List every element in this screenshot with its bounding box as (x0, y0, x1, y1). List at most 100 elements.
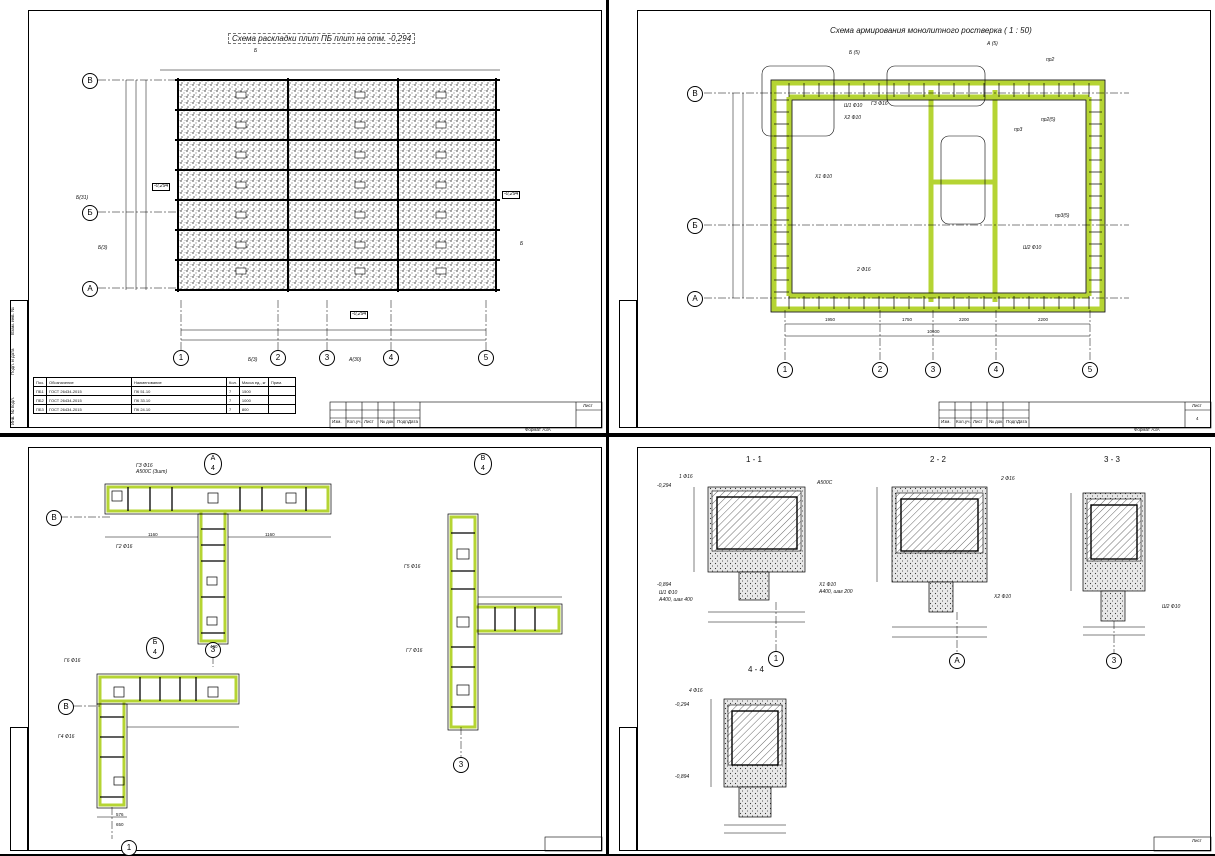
sheet-reinforcement-plan: Схема армирования монолитного ростверка … (609, 0, 1215, 433)
sheet-frame (28, 10, 602, 428)
sheet-frame (637, 10, 1211, 428)
stamp-sheet-label: Лист (1192, 403, 1202, 408)
sections-drawing (693, 486, 1212, 852)
spec-cell: ПБ3 (33, 404, 47, 414)
stamp-cell-ndok: № док. (989, 419, 1004, 424)
axis-bubble-1: 1 (777, 362, 793, 378)
spec-header-row: Поз. Обозначение Наименование Кол. Масса… (33, 377, 296, 387)
spec-cell: 7 (226, 404, 240, 414)
level-mark-0294: -0,294 (657, 483, 672, 489)
reinforcement-plan-drawing (704, 65, 1212, 429)
stamp-cell-podp: Подп. (397, 419, 409, 424)
label-x2: Х2 Ф10 (844, 115, 862, 121)
spec-cell (267, 404, 296, 414)
label-g6: Г6 Ф16 (64, 658, 81, 664)
node-b-letter: Б (152, 639, 158, 646)
dim-1750: 1750 (902, 317, 913, 322)
sheet-slab-layout: Взам. инв. № Подп. и дата Инв. № подл. С… (0, 0, 606, 433)
axis-bubble-a: А (687, 291, 703, 307)
side-stamp (619, 727, 637, 851)
stamp-sheet-number: 4 (1196, 416, 1199, 421)
section-bottom-right: А(30) (349, 357, 362, 363)
stamp-cell-data: Дата (1017, 419, 1027, 424)
axis-bubble-2: 2 (872, 362, 888, 378)
axis-bubble-2: 2 (270, 350, 286, 366)
spec-cell (267, 386, 296, 396)
spec-cell (267, 395, 296, 405)
level-mark-0894-44: -0,894 (675, 774, 690, 780)
axis-bubble-b: Б (82, 205, 98, 221)
label-a500c: А500С (3шт) (136, 469, 168, 475)
node-v-letter: В (480, 455, 486, 462)
label-a400-400: А400, шаг 400 (659, 597, 693, 603)
dim-576: 576 (116, 812, 124, 817)
dim-650: 650 (116, 822, 124, 827)
axis-bubble-a: А (949, 653, 965, 669)
spec-header: Кол. (226, 377, 240, 387)
node-a-letter: А (210, 455, 216, 462)
axis-bubble-1: 1 (173, 350, 189, 366)
spec-header: Поз. (33, 377, 47, 387)
level-mark-0294-44: -0,294 (675, 702, 690, 708)
label-2f16: 2 Ф16 (1001, 476, 1015, 482)
label-sh2: Ш2 Ф10 (1162, 604, 1181, 610)
stamp-cell-ndok: № док. (380, 419, 395, 424)
section-title-2-2: 2 - 2 (930, 455, 947, 464)
side-stamp (619, 300, 637, 428)
stamp-sheet-label: Лист (583, 403, 593, 408)
spec-cell: 7 (226, 395, 240, 405)
spec-header: Прим. (267, 377, 296, 387)
label-g3: ГЗ Ф16 (136, 463, 153, 469)
axis-bubble-1: 1 (768, 651, 784, 667)
spec-cell: ГОСТ 26434-2015 (46, 395, 132, 405)
spec-cell: ПБ2 (33, 395, 47, 405)
label-x1: Х1 Ф10 (819, 582, 837, 588)
side-stamp (10, 300, 28, 428)
table-row: ПБ2 ГОСТ 26434-2015 ПК 33.10 7 1000 (33, 395, 296, 405)
axis-bubble-v: В (687, 86, 703, 102)
stamp-cell-koluch: Кол.уч. (347, 419, 362, 424)
label-pr2: пр2 (1046, 57, 1055, 63)
sheet1-title: Схема раскладки плит ПБ плит на отм. -0,… (228, 33, 416, 44)
section-title-1-1: 1 - 1 (746, 455, 763, 464)
table-row: ПБ1 ГОСТ 26434-2015 ПК 51.10 7 1500 (33, 386, 296, 396)
label-a400-200: А400, шаг 200 (819, 589, 853, 595)
axis-bubble-4: 4 (383, 350, 399, 366)
format-label: Формат А3А (1134, 427, 1160, 432)
label-x1: Х1 Ф10 (815, 174, 833, 180)
axis-bubble-3: 3 (1106, 653, 1122, 669)
axis-bubble-a: А (82, 281, 98, 297)
label-g5: Г5 Ф16 (404, 564, 421, 570)
slab-plan-drawing (98, 69, 603, 429)
axis-bubble-v-bottom: В (58, 699, 74, 715)
spec-cell: ПК 24.10 (131, 404, 227, 414)
dim-400: 400 (210, 644, 218, 649)
axis-bubble-v-top: В (46, 510, 62, 526)
stamp-cell-koluch: Кол.уч. (956, 419, 971, 424)
dim-2200a: 2200 (959, 317, 970, 322)
spec-cell: ПБ1 (33, 386, 47, 396)
side-stamp (10, 727, 28, 851)
node-a-number: 4 (211, 465, 215, 472)
label-2f16: 2 Ф16 (857, 267, 871, 273)
spec-table: Поз. Обозначение Наименование Кол. Масса… (33, 377, 296, 414)
spec-header: Обозначение (46, 377, 132, 387)
section-bottom-left: Б(3) (248, 357, 258, 363)
sheet2-title: Схема армирования монолитного ростверка … (830, 26, 1032, 35)
dim-1160-a: 1160 (148, 532, 158, 537)
axis-bubble-5: 5 (478, 350, 494, 366)
spec-cell: ПК 51.10 (131, 386, 227, 396)
spec-header: Наименование (131, 377, 227, 387)
section-left-bottom: Б(3) (98, 245, 108, 251)
spec-cell: 800 (238, 404, 269, 414)
sheet-frame (28, 447, 602, 851)
spec-cell: ПК 33.10 (131, 395, 227, 405)
label-pr3: пр3 (1014, 127, 1023, 133)
spec-cell: 7 (226, 386, 240, 396)
level-mark-bottom: -0,294 (350, 311, 369, 319)
node-v-number: 4 (481, 465, 485, 472)
